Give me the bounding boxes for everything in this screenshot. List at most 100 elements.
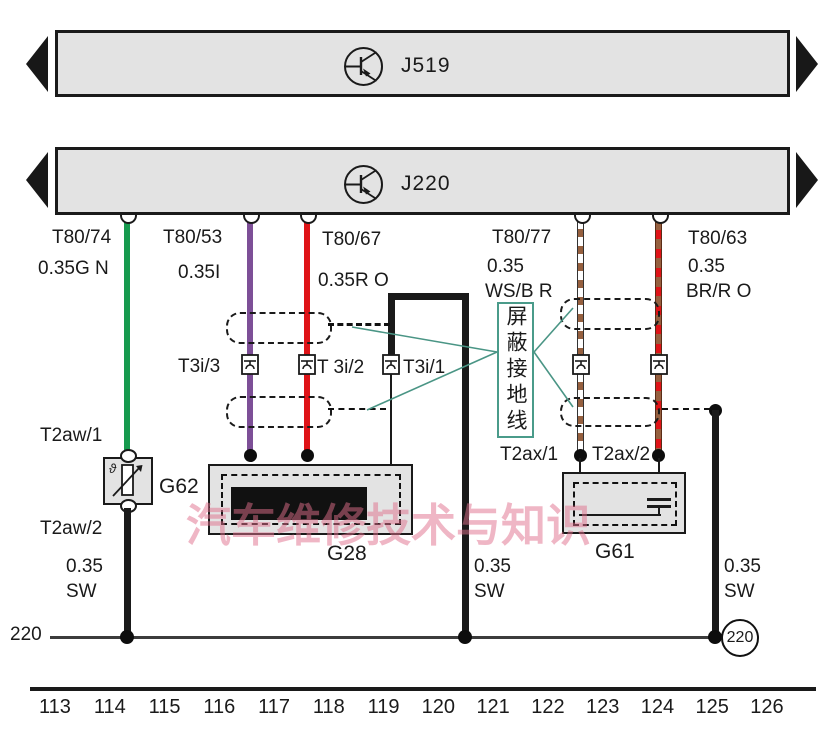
wire-green-gn (124, 219, 130, 450)
current-flow-arrow-left-j519 (26, 36, 48, 92)
wire-spec-wsbr-size: 0.35 (487, 256, 524, 277)
connector-label-t2ax-1: T2ax/1 (500, 444, 559, 465)
track-number: 121 (476, 696, 510, 718)
track-number: 124 (640, 696, 675, 718)
shield-drain-wire-top (388, 293, 469, 300)
sensor-box-g61 (562, 472, 686, 534)
junction-dot (243, 449, 257, 462)
connector-icon-t3i-1 (382, 354, 400, 375)
junction-dot (652, 449, 665, 462)
track-number: 123 (585, 696, 620, 718)
ground-rail-line (50, 636, 722, 639)
connector-label-t3i-2: T 3i/2 (317, 357, 365, 378)
junction-dot (300, 449, 314, 462)
capacitor-lead (658, 508, 660, 515)
connector-label-t2aw-2: T2aw/2 (40, 518, 103, 539)
ground-rail-label: 220 (10, 624, 42, 645)
wire-spec-sw3-size: 0.35 (724, 556, 761, 577)
track-number: 118 (312, 696, 345, 718)
pin-socket-icon (120, 215, 137, 224)
wire-spec-sw1: SW (66, 581, 97, 602)
g28-element (231, 487, 367, 520)
shield-ellipse-upper-right (560, 298, 660, 330)
capacitor-plate-top (647, 498, 671, 501)
connector-icon-br-ro (650, 354, 668, 375)
ground-junction-dot (120, 630, 134, 644)
shield-ellipse-lower-right (560, 397, 660, 427)
shield-link-upper-left (328, 323, 390, 326)
sensor-box-g28 (208, 464, 413, 535)
track-number: 117 (258, 696, 290, 718)
track-number-row: 113 114 115 116 117 118 119 120 121 122 … (32, 696, 790, 719)
module-label-j519: J519 (401, 54, 451, 77)
wire-red-ro (304, 219, 310, 458)
pin-label-t80-77: T80/77 (492, 227, 552, 248)
pin-label-t80-53: T80/53 (163, 227, 223, 248)
track-number: 120 (421, 696, 456, 718)
track-scale-line (30, 687, 816, 691)
track-number: 113 (39, 696, 71, 718)
track-number: 122 (531, 696, 565, 718)
shield-link-lower-right (662, 408, 710, 410)
wire-spec-brro-size: 0.35 (688, 256, 725, 277)
pin-label-t80-63: T80/63 (688, 228, 748, 249)
g61-inner-line (579, 514, 661, 516)
connector-label-t3i-3: T3i/3 (178, 356, 221, 377)
pin-socket-icon (652, 215, 669, 224)
track-number: 126 (750, 696, 784, 718)
ground-junction-dot (458, 630, 472, 644)
connector-label-t2ax-2: T2ax/2 (592, 444, 651, 465)
terminal-oval-t2aw-1 (120, 449, 137, 463)
wire-spec-wsbr: WS/B R (485, 281, 553, 302)
shield-ellipse-lower-left (226, 396, 332, 428)
module-label-j220: J220 (401, 172, 451, 195)
track-number: 125 (695, 696, 729, 718)
control-unit-transistor-icon (343, 46, 384, 87)
ground-node-label: 220 (726, 629, 754, 646)
pin-socket-icon (300, 215, 317, 224)
current-flow-arrow-right-j519 (796, 36, 818, 92)
pin-label-t80-67: T80/67 (322, 229, 382, 250)
shield-ground-note-text: 屏蔽接地线 (504, 305, 527, 435)
wire-spec-sw3: SW (724, 581, 755, 602)
pin-label-t80-74: T80/74 (52, 227, 112, 248)
wire-spec-brro: BR/R O (686, 281, 752, 302)
connector-icon-t3i-3 (241, 354, 259, 375)
wire-lilac-li (247, 219, 253, 458)
module-box-j220: J220 (55, 147, 790, 215)
track-number: 115 (148, 696, 181, 718)
wire-black-sw-right (712, 410, 719, 638)
connector-label-t3i-1: T3i/1 (403, 357, 446, 378)
component-label-g28: G28 (327, 542, 367, 565)
wire-spec-gn: 0.35G N (38, 258, 109, 279)
ground-node-circle: 220 (721, 619, 759, 657)
wire-spec-ro: 0.35R O (318, 270, 389, 291)
wire-black-sw-left (124, 508, 131, 638)
shield-drain-wire-left (388, 293, 395, 356)
track-number: 114 (93, 696, 126, 718)
connector-icon-t3i-2 (298, 354, 316, 375)
g28-shield-dash (221, 474, 401, 525)
connector-icon-ws-br (572, 354, 590, 375)
shield-inner-lead (390, 374, 392, 466)
pin-socket-icon (574, 215, 591, 224)
module-box-j519: J519 (55, 30, 790, 97)
control-unit-transistor-icon (343, 164, 384, 205)
track-number: 119 (367, 696, 400, 718)
shield-ellipse-upper-left (226, 312, 332, 344)
wire-spec-sw1-size: 0.35 (66, 556, 103, 577)
shield-link-lower-left (328, 408, 386, 410)
wire-spec-li: 0.35I (178, 262, 221, 283)
ground-junction-dot (708, 630, 722, 644)
pin-socket-icon (243, 215, 260, 224)
current-flow-arrow-right-j220 (796, 152, 818, 208)
connector-label-t2aw-1: T2aw/1 (40, 425, 103, 446)
track-number: 116 (203, 696, 236, 718)
capacitor-plate-bottom (647, 505, 671, 508)
current-flow-arrow-left-j220 (26, 152, 48, 208)
component-label-g62: G62 (159, 475, 199, 498)
g61-shield-dash (573, 482, 677, 526)
junction-dot (574, 449, 587, 462)
component-label-g61: G61 (595, 540, 635, 563)
